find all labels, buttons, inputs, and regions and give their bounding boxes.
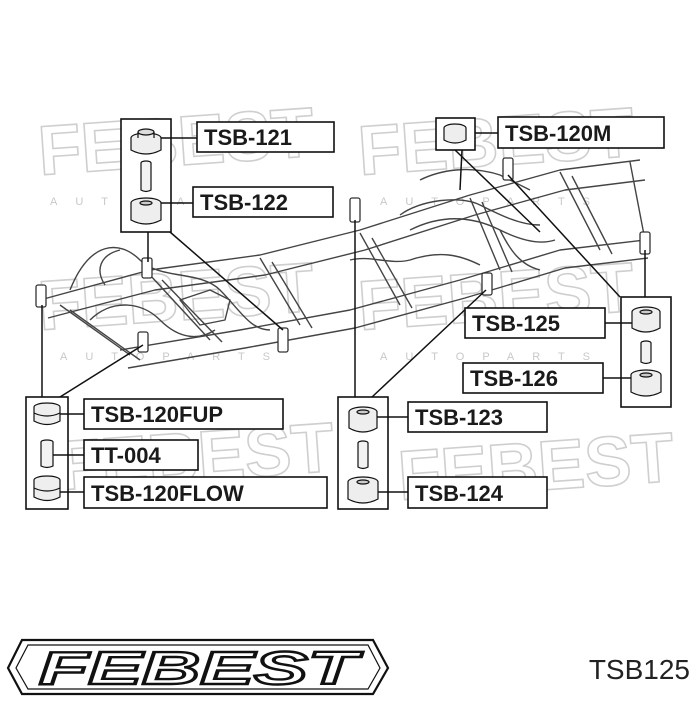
sleeve-icon bbox=[640, 340, 652, 365]
label-box-tsb-126 bbox=[462, 362, 604, 394]
bushing-icon bbox=[130, 128, 162, 155]
bushing-icon bbox=[348, 406, 378, 433]
label-box-tsb-120flow bbox=[83, 476, 328, 509]
leader-line bbox=[507, 174, 621, 298]
part-stack-125-126: TSB-125 TSB-126 bbox=[462, 296, 672, 408]
label-tsb-123: TSB-123 bbox=[415, 405, 503, 430]
label-box-tsb-123 bbox=[407, 401, 548, 433]
bushing-icon bbox=[33, 402, 61, 426]
label-box-tt-004 bbox=[83, 439, 199, 471]
label-box-tsb-121 bbox=[196, 121, 335, 153]
sleeve-icon bbox=[140, 160, 152, 193]
label-box-tsb-125 bbox=[464, 307, 606, 339]
label-tsb-125: TSB-125 bbox=[472, 311, 560, 336]
bushing-icon bbox=[630, 369, 662, 397]
bushing-icon bbox=[631, 306, 661, 333]
label-box-tsb-120fup bbox=[83, 398, 284, 430]
watermark-brand: FEBEST bbox=[36, 248, 317, 345]
leader-line bbox=[459, 149, 463, 191]
febest-logo: FEBEST bbox=[6, 638, 390, 695]
mount-marker bbox=[277, 327, 289, 353]
bushing-icon bbox=[443, 123, 467, 144]
mount-marker bbox=[349, 197, 361, 223]
leader-line bbox=[454, 149, 541, 233]
label-tsb-124: TSB-124 bbox=[415, 481, 504, 506]
watermark-sub: AUTOPARTS bbox=[380, 196, 608, 208]
bushing-icon bbox=[130, 197, 162, 225]
mount-marker bbox=[481, 272, 493, 296]
part-number: TSB125 bbox=[588, 654, 690, 685]
label-box-tsb-122 bbox=[192, 186, 334, 218]
label-tsb-120flow: TSB-120FLOW bbox=[91, 481, 244, 506]
mount-marker bbox=[137, 331, 149, 353]
leader-line bbox=[59, 344, 144, 398]
logo-text: FEBEST bbox=[39, 642, 364, 694]
watermark-sub: AUTOPARTS bbox=[380, 351, 608, 363]
leader-line bbox=[169, 231, 284, 331]
label-tsb-120m: TSB-120M bbox=[505, 121, 611, 146]
part-stack-120f: TSB-120FUP TT-004 TSB-120FLOW bbox=[25, 396, 328, 510]
part-stack-123-124: TSB-123 TSB-124 bbox=[337, 396, 548, 510]
bushing-icon bbox=[347, 476, 379, 504]
sleeve-icon bbox=[357, 440, 369, 470]
label-tsb-120fup: TSB-120FUP bbox=[91, 402, 223, 427]
part-stack-121-122: TSB-121 TSB-122 bbox=[120, 118, 335, 233]
sleeve-icon bbox=[40, 439, 54, 469]
label-tsb-126: TSB-126 bbox=[470, 366, 558, 391]
label-tt-004: TT-004 bbox=[91, 443, 161, 468]
mount-marker bbox=[141, 257, 153, 279]
mount-marker bbox=[35, 284, 47, 308]
label-box-tsb-124 bbox=[407, 476, 548, 509]
label-tsb-121: TSB-121 bbox=[204, 125, 292, 150]
label-box-tsb-120m bbox=[497, 116, 665, 149]
frame-mounts bbox=[35, 157, 651, 353]
mount-marker bbox=[502, 157, 514, 181]
watermark-sub: AUTOPARTS bbox=[60, 351, 288, 363]
bushing-icon bbox=[33, 475, 61, 502]
part-group-120m: TSB-120M bbox=[435, 116, 665, 151]
label-tsb-122: TSB-122 bbox=[200, 190, 288, 215]
